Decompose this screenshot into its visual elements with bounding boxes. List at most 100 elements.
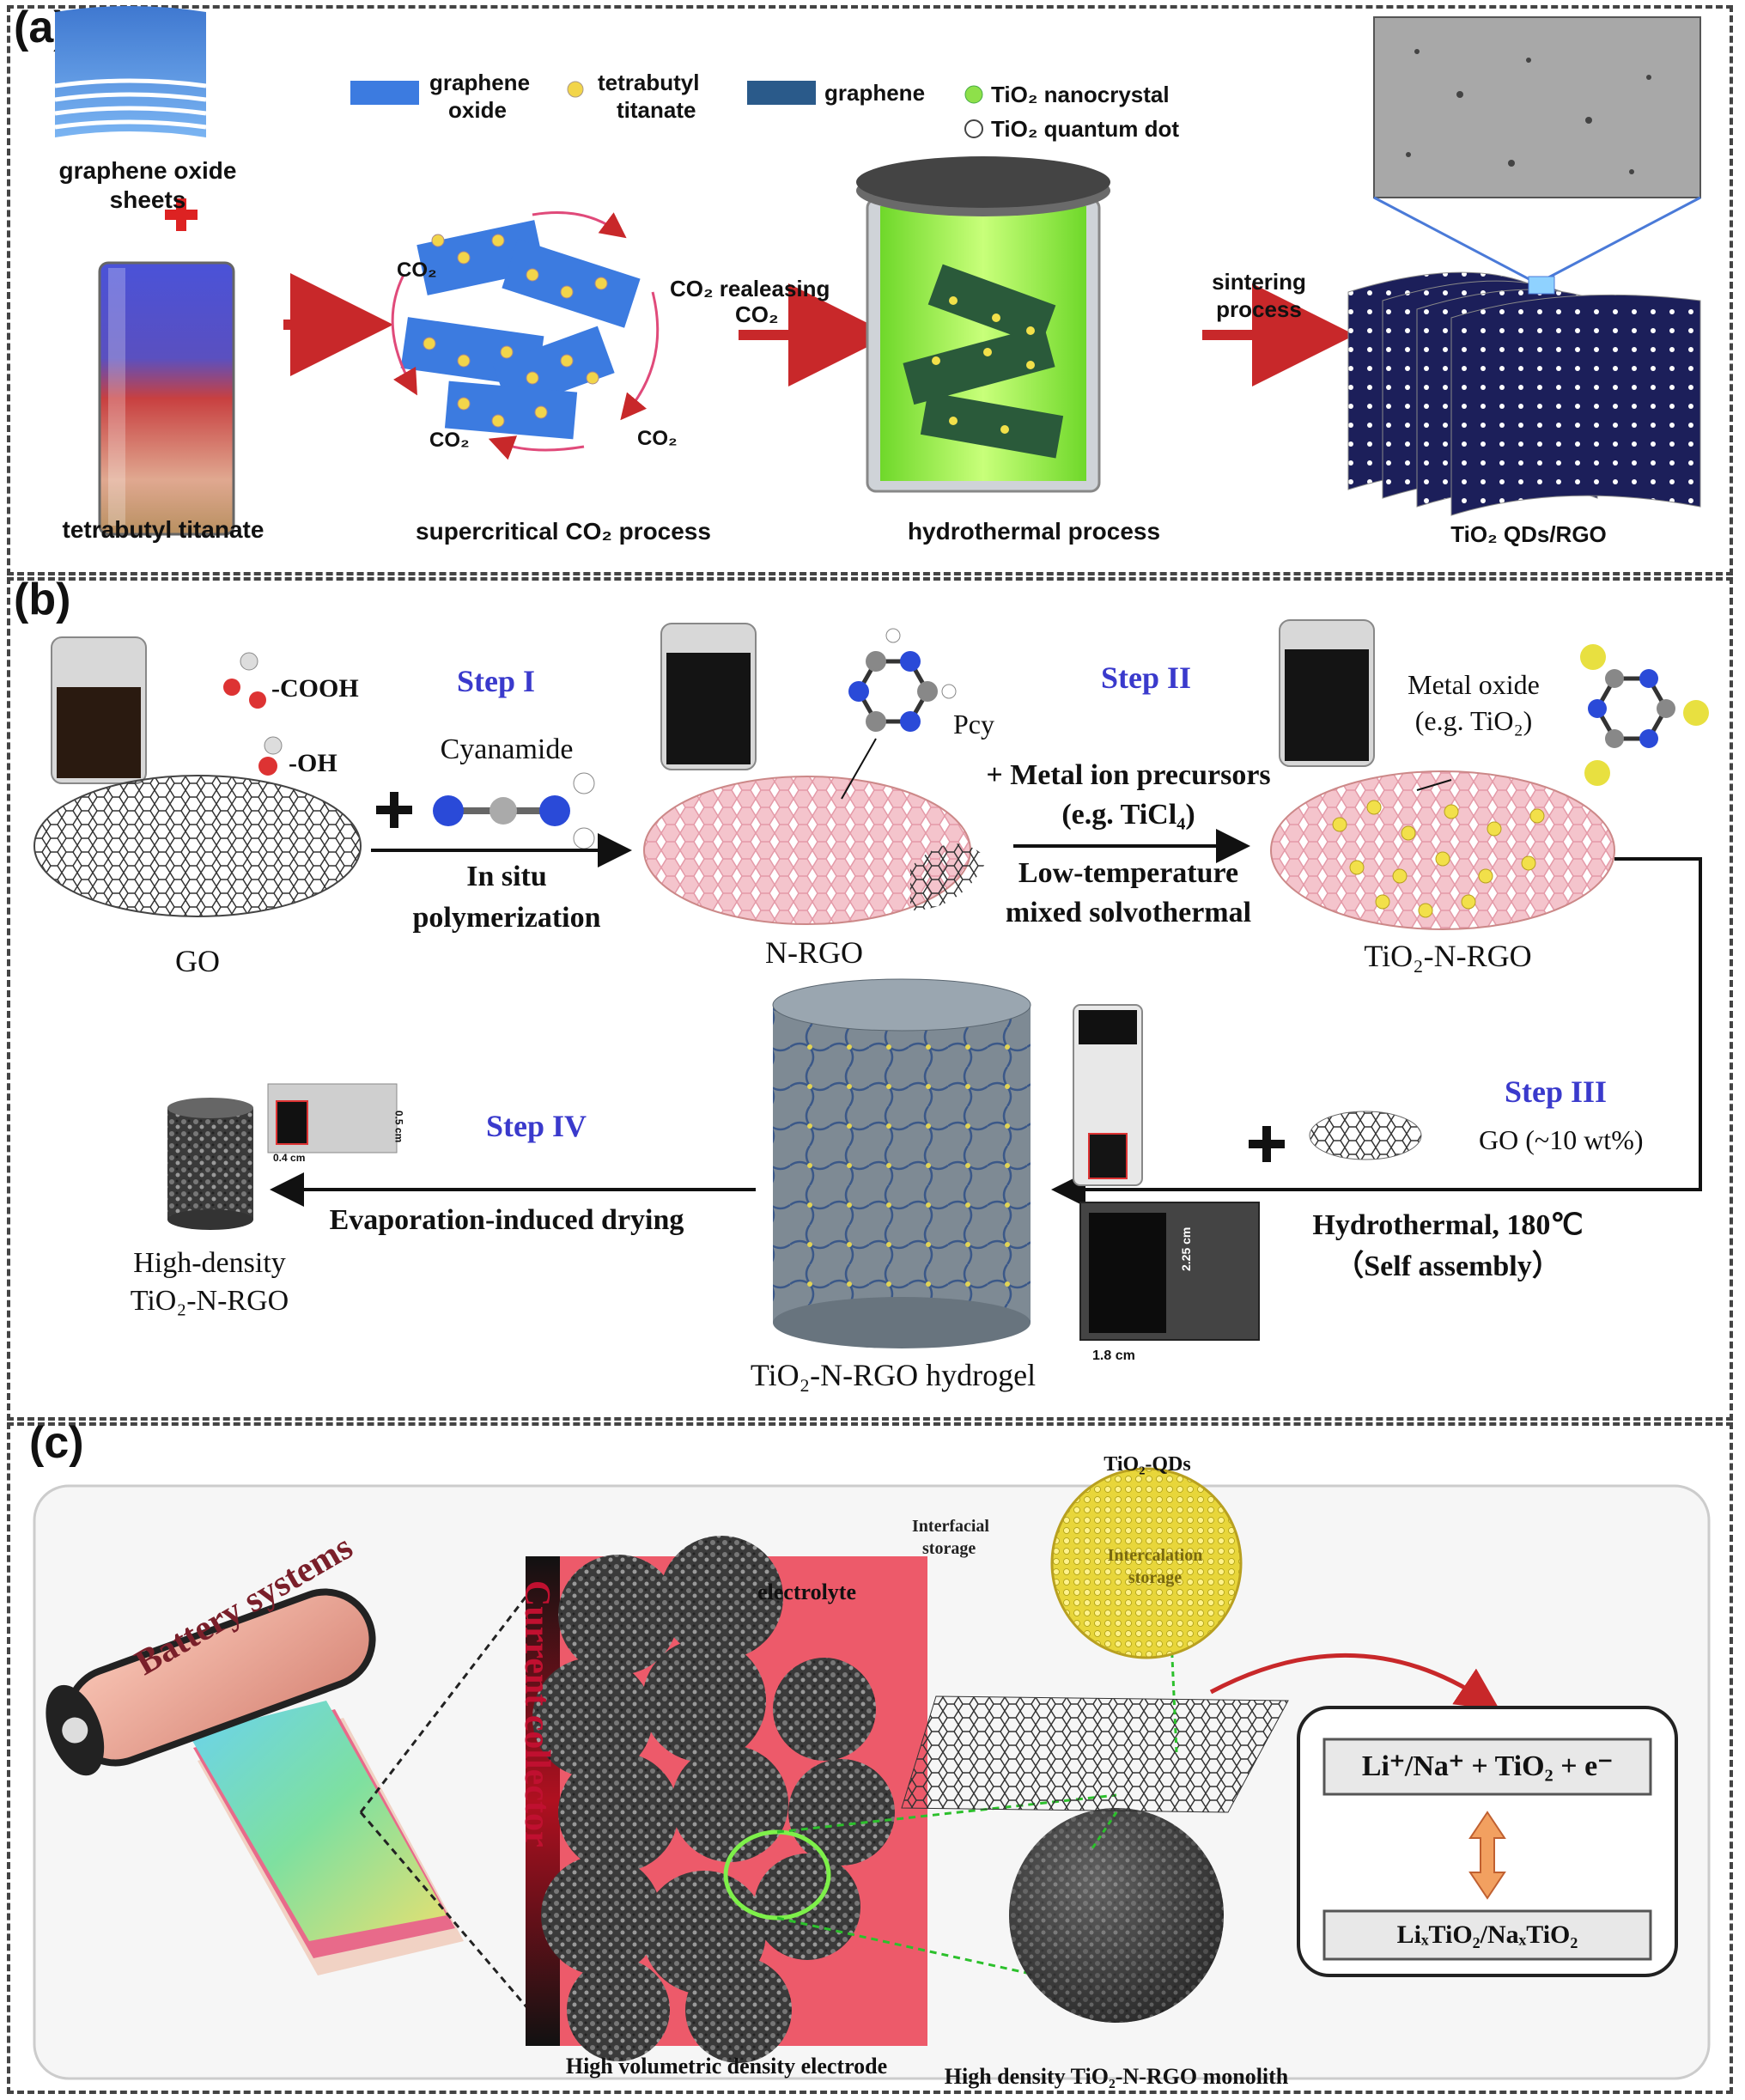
monolith-caption: High density TiO₂-N-RGO monolith bbox=[944, 2064, 1289, 2089]
legend-graphene-icon bbox=[747, 81, 816, 105]
evaporation-label: Evaporation-induced drying bbox=[329, 1204, 684, 1236]
plus-icon-c bbox=[1249, 1126, 1285, 1162]
product-caption: TiO₂ QDs/RGO bbox=[1450, 521, 1607, 547]
cooh-group-icon bbox=[223, 652, 266, 709]
metal-oxide-molecule-icon bbox=[1580, 644, 1709, 786]
double-arrow-icon bbox=[1468, 1811, 1506, 1900]
step4-label: Step IV bbox=[486, 1109, 587, 1143]
panel-c bbox=[7, 1422, 1733, 2094]
dimension-height: 2.25 cm bbox=[1179, 1227, 1193, 1271]
go-sheets-caption-2: sheets bbox=[109, 186, 186, 213]
co2-label-3: CO₂ bbox=[637, 427, 678, 450]
insitu-label-1: In situ bbox=[466, 861, 547, 892]
sc-caption: supercritical CO₂ process bbox=[416, 518, 711, 545]
titanate-vial bbox=[98, 261, 235, 536]
metal-ion-label-1: + Metal ion precursors bbox=[986, 759, 1271, 791]
step3-label: Step III bbox=[1505, 1074, 1608, 1109]
hydro-caption: hydrothermal process bbox=[907, 518, 1161, 545]
legend-graphene-oxide-1: graphene bbox=[429, 70, 531, 95]
cooh-label: -COOH bbox=[271, 674, 359, 703]
co2-label-1: CO₂ bbox=[397, 259, 437, 282]
hydrothermal-label-2: （Self assembly） bbox=[1335, 1251, 1561, 1282]
intercalation-label-2: storage bbox=[1128, 1568, 1183, 1587]
graphene-oxide-sheets bbox=[54, 6, 207, 137]
tem-image bbox=[1373, 16, 1701, 198]
metal-oxide-label-2: (e.g. TiO₂) bbox=[1414, 705, 1533, 736]
panel-a bbox=[7, 5, 1733, 575]
legend-graphene-oxide-2: oxide bbox=[448, 97, 507, 123]
self-assembly-arrow bbox=[1051, 857, 1702, 1207]
go-sheets-caption-1: graphene oxide bbox=[58, 157, 237, 184]
graphene-sheet-c bbox=[901, 1695, 1289, 1813]
step1-label: Step I bbox=[457, 664, 536, 698]
dimension-width: 1.8 cm bbox=[1092, 1348, 1135, 1363]
cyanamide-molecule-icon bbox=[433, 772, 595, 849]
dimension-small-2: 0.5 cm bbox=[392, 1110, 405, 1143]
sintering-label-1: sintering bbox=[1212, 269, 1306, 295]
high-density-label-2: TiO₂-N-RGO bbox=[130, 1285, 289, 1317]
nrgo-caption: N-RGO bbox=[765, 935, 863, 970]
tio2-nrgo-caption: TiO₂-N-RGO bbox=[1364, 939, 1532, 973]
reaction-bottom-box bbox=[1322, 1909, 1652, 1961]
legend-graphene: graphene bbox=[824, 80, 926, 106]
supercritical-co2-cluster bbox=[391, 211, 660, 460]
go10-label: GO (~10 wt%) bbox=[1479, 1124, 1644, 1155]
pcy-label: Pcy bbox=[953, 709, 994, 740]
panel-b bbox=[7, 577, 1733, 1421]
panel-c-label: (c) bbox=[29, 1418, 84, 1468]
lowtemp-label-1: Low-temperature bbox=[1018, 857, 1239, 889]
metal-oxide-label-1: Metal oxide bbox=[1408, 669, 1540, 700]
co2-label-2: CO₂ bbox=[429, 429, 470, 452]
hydrothermal-autoclave bbox=[856, 156, 1110, 493]
tio2-rgo-stack bbox=[1347, 271, 1701, 516]
step2-label: Step II bbox=[1101, 660, 1192, 695]
tem-image-dots bbox=[1406, 49, 1651, 174]
intercalation-label-1: Intercalation bbox=[1107, 1546, 1203, 1565]
current-collector bbox=[526, 1556, 560, 2046]
legend-graphene-oxide-icon bbox=[350, 81, 419, 105]
legend-quantum-dot: TiO₂ quantum dot bbox=[991, 116, 1180, 142]
reaction-bottom-text: LiₓTiO₂/NaₓTiO₂ bbox=[1396, 1920, 1578, 1949]
oh-group-icon bbox=[258, 736, 283, 776]
legend-tt-1: tetrabutyl bbox=[598, 70, 700, 95]
sintering-label-2: process bbox=[1216, 296, 1302, 322]
interfacial-label-2: storage bbox=[922, 1539, 976, 1558]
battery-roll bbox=[46, 1588, 464, 1975]
current-collector-label: Current collector bbox=[517, 1580, 556, 1847]
panel-b-label: (b) bbox=[14, 575, 71, 624]
insitu-label-2: polymerization bbox=[412, 902, 601, 934]
tio2-nrgo-hydrogel-cylinder bbox=[772, 978, 1031, 1348]
legend-nanocrystal: TiO₂ nanocrystal bbox=[991, 82, 1170, 107]
reaction-arrow bbox=[1209, 1653, 1500, 1711]
tio2-nrgo-sheet bbox=[1270, 770, 1615, 930]
tio2-qd-sphere bbox=[1050, 1467, 1243, 1659]
high-density-cylinder bbox=[167, 1098, 253, 1230]
high-density-label-1: High-density bbox=[133, 1247, 286, 1279]
plus-icon-b bbox=[376, 792, 412, 828]
hydrothermal-label-1: Hydrothermal, 180℃ bbox=[1312, 1209, 1584, 1241]
go-small-sheet bbox=[1309, 1111, 1422, 1160]
reaction-top-text: Li⁺/Na⁺ + TiO₂ + e⁻ bbox=[1361, 1750, 1614, 1782]
metal-ion-label-2: (e.g. TiCl₄) bbox=[1061, 799, 1195, 831]
cyanamide-label: Cyanamide bbox=[440, 733, 574, 765]
legend-white-dot-icon bbox=[964, 119, 983, 138]
dimension-small-1: 0.4 cm bbox=[273, 1152, 306, 1164]
go-caption: GO bbox=[175, 944, 220, 978]
tio2-qds-label: TiO₂-QDs bbox=[1104, 1453, 1191, 1476]
plus-icon bbox=[165, 198, 198, 231]
oh-label: -OH bbox=[289, 749, 337, 777]
reaction-top-box bbox=[1322, 1738, 1652, 1796]
legend-tt-2: titanate bbox=[617, 97, 696, 123]
electrolyte-label: electrolyte bbox=[757, 1580, 856, 1604]
electrode-particles bbox=[532, 1536, 895, 2063]
go-sheet bbox=[33, 775, 362, 917]
releasing-label-2: CO₂ bbox=[735, 301, 779, 327]
legend-yellow-dot-icon bbox=[567, 81, 584, 98]
lowtemp-label-2: mixed solvothermal bbox=[1005, 897, 1252, 928]
electrode-caption: High volumetric density electrode bbox=[565, 2054, 888, 2079]
hydrogel-caption: TiO₂-N-RGO hydrogel bbox=[750, 1358, 1037, 1392]
pcy-molecule-icon bbox=[848, 628, 957, 732]
tt-caption: tetrabutyl titanate bbox=[62, 516, 264, 543]
interfacial-label-1: Interfacial bbox=[912, 1517, 989, 1536]
